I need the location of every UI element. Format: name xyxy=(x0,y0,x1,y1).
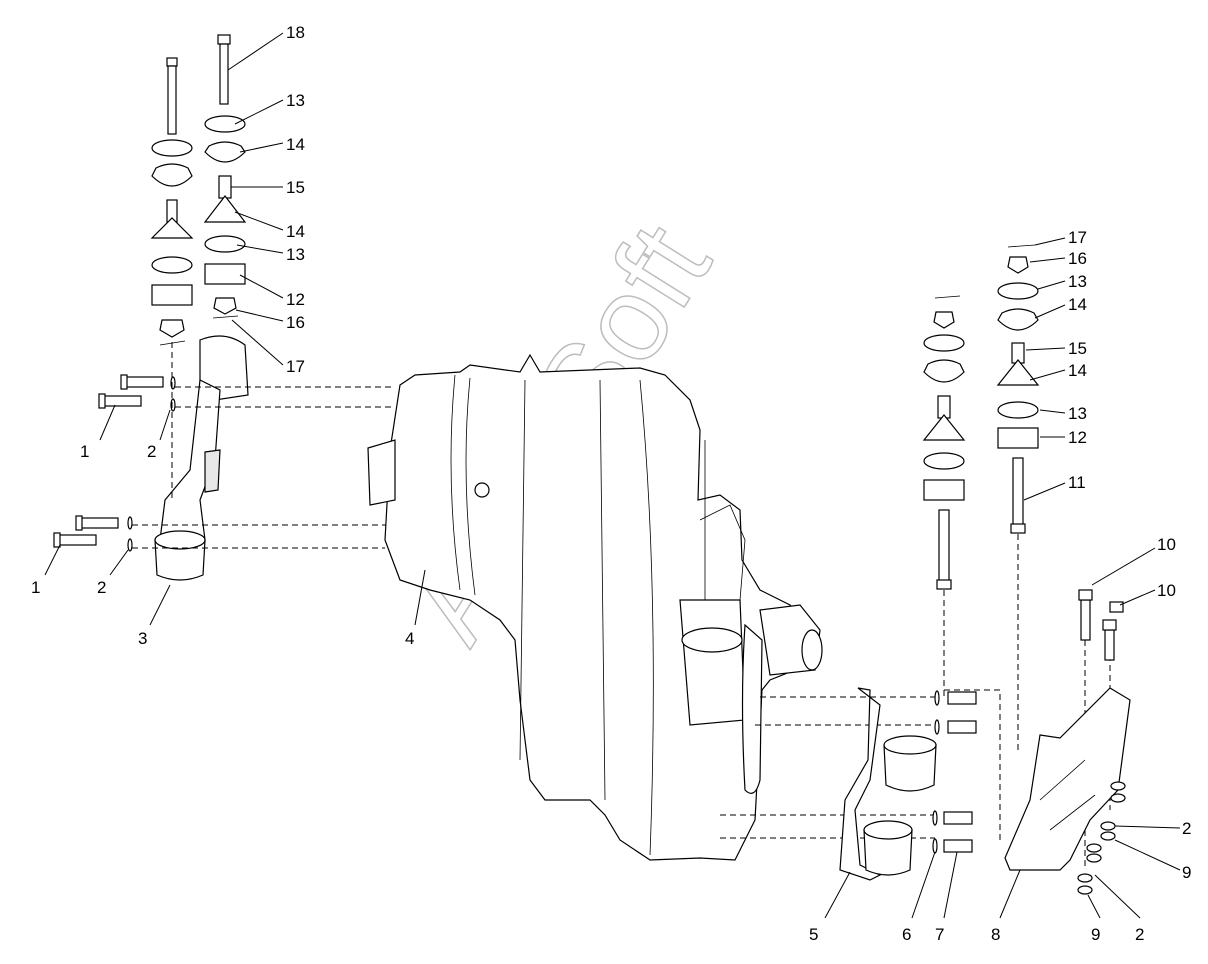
left-dashes xyxy=(132,342,395,549)
callout-9-b: 9 xyxy=(1182,863,1191,882)
left-bracket xyxy=(154,335,249,581)
left-stack-b xyxy=(203,34,247,319)
callout-18: 18 xyxy=(286,23,305,42)
callout-1-a: 1 xyxy=(80,442,89,461)
callout-13-c: 13 xyxy=(1068,272,1087,291)
callout-13-a: 13 xyxy=(286,91,305,110)
callout-9-a: 9 xyxy=(1091,925,1100,944)
callout-14-d: 14 xyxy=(1068,361,1087,380)
callout-13-d: 13 xyxy=(1068,404,1087,423)
callout-4: 4 xyxy=(405,629,414,648)
callout-16-a: 16 xyxy=(286,313,305,332)
callout-10-b: 10 xyxy=(1157,581,1176,600)
callout-1-b: 1 xyxy=(31,578,40,597)
callout-17-b: 17 xyxy=(1068,228,1087,247)
right-stack-b xyxy=(996,244,1040,534)
callout-14-a: 14 xyxy=(286,135,305,154)
callout-8: 8 xyxy=(991,925,1000,944)
callout-15-b: 15 xyxy=(1068,339,1087,358)
callout-5: 5 xyxy=(809,925,818,944)
callout-2-d: 2 xyxy=(1182,819,1191,838)
callout-16-b: 16 xyxy=(1068,249,1087,268)
right-stack-a xyxy=(922,295,966,590)
left-bolts xyxy=(53,374,176,552)
callout-7: 7 xyxy=(935,925,944,944)
callout-14-c: 14 xyxy=(1068,295,1087,314)
callout-6: 6 xyxy=(902,925,911,944)
transmission-body xyxy=(367,353,823,861)
right-bracket-5 xyxy=(839,687,937,881)
callout-14-b: 14 xyxy=(286,222,305,241)
callout-10-a: 10 xyxy=(1157,535,1176,554)
callout-13-b: 13 xyxy=(286,245,305,264)
callout-2-a: 2 xyxy=(147,442,156,461)
callouts: 18 13 14 15 14 13 12 16 17 1 2 1 2 3 4 5… xyxy=(31,23,1191,944)
callout-11: 11 xyxy=(1068,473,1086,492)
left-stack-a xyxy=(150,57,194,346)
right-bolts xyxy=(932,690,977,854)
callout-2-b: 2 xyxy=(97,578,106,597)
right-fasteners xyxy=(1077,589,1126,895)
callout-12-a: 12 xyxy=(286,290,305,309)
callout-2-c: 2 xyxy=(1135,925,1144,944)
right-plate-8 xyxy=(1004,687,1131,871)
leader-lines xyxy=(44,32,1181,919)
callout-3: 3 xyxy=(138,629,147,648)
callout-12-b: 12 xyxy=(1068,428,1087,447)
callout-15-a: 15 xyxy=(286,178,305,197)
callout-17-a: 17 xyxy=(286,357,305,376)
